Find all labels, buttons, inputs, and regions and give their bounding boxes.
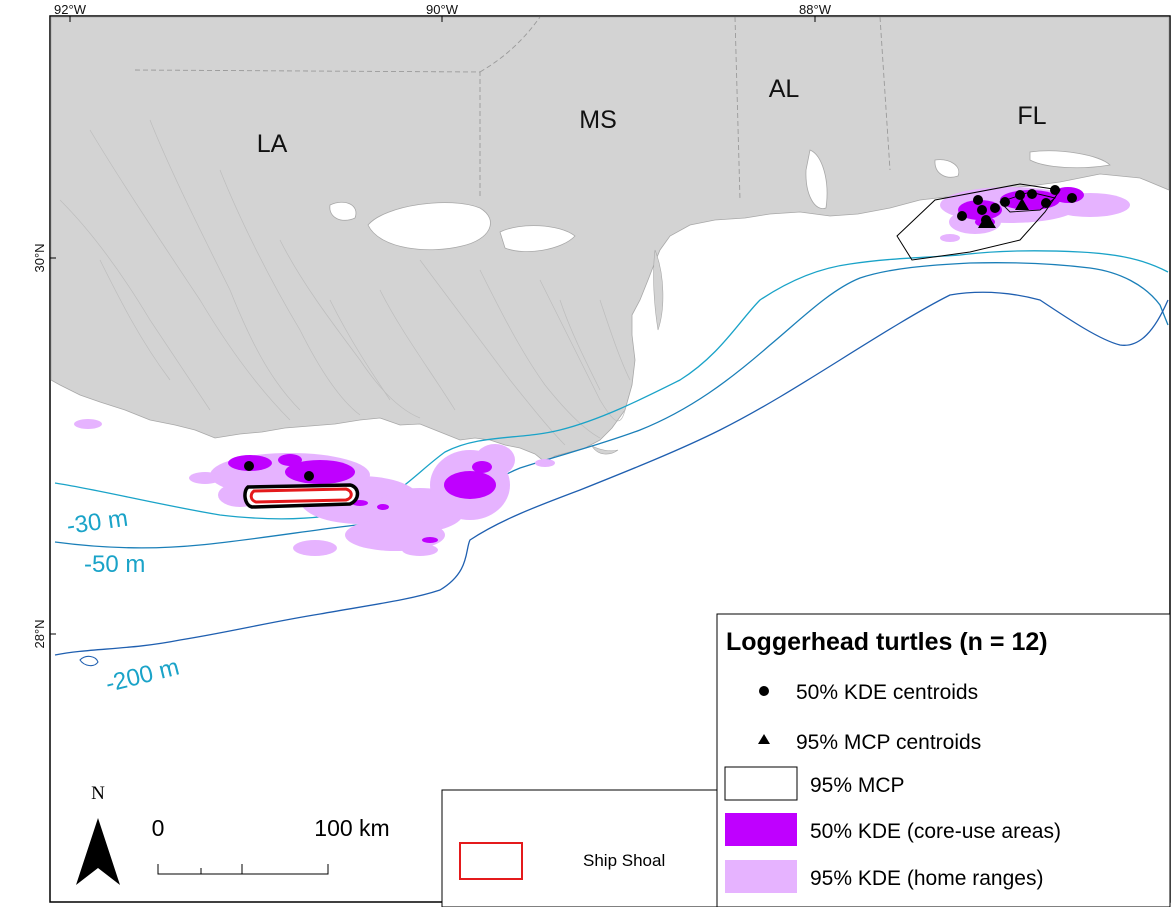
- kde-east-cluster: [896, 183, 1130, 261]
- legend-mcp-swatch: [724, 766, 798, 801]
- ship-shoal-legend-label: Ship Shoal: [583, 851, 665, 870]
- barrier-islands: [591, 249, 664, 455]
- scale-end-label: 100 km: [314, 815, 389, 841]
- graticule-ticks: [50, 16, 816, 635]
- lake-pontchartrain: [367, 202, 491, 251]
- north-arrow-icon: [76, 818, 120, 885]
- lake-borgne: [499, 225, 576, 252]
- contour-30m: [54, 250, 1169, 520]
- legend-item-kde-centroids: 50% KDE centroids: [796, 681, 978, 704]
- contour-50m: [54, 262, 1169, 549]
- lon-label-88w: 88°W: [799, 2, 832, 17]
- lon-label-92w: 92°W: [54, 2, 87, 17]
- kde-west-cluster: [74, 419, 555, 556]
- legend-home-swatch: [725, 860, 797, 893]
- north-arrow-label: N: [91, 783, 105, 804]
- contour-200m-island: [79, 655, 99, 667]
- depth-label-50m: -50 m: [84, 551, 145, 578]
- legend-circle-icon: [759, 686, 769, 696]
- lat-label-28n: 28°N: [32, 619, 47, 648]
- ship-shoal-legend-box: [441, 789, 718, 907]
- ship-shoal-legend: Ship Shoal: [441, 789, 718, 907]
- legend-box: [716, 613, 1171, 907]
- legend-item-home-kde: 95% KDE (home ranges): [810, 867, 1043, 890]
- north-arrow: N: [76, 783, 120, 885]
- legend: Loggerhead turtles (n = 12) 50% KDE cent…: [716, 613, 1171, 907]
- state-label-ms: MS: [579, 106, 617, 134]
- depth-contours: [54, 250, 1169, 667]
- kde-centroid-west-1: [244, 461, 254, 471]
- state-boundaries: [134, 16, 891, 201]
- delta-channels: [59, 119, 631, 446]
- mcp-polygon-east: [896, 183, 1061, 261]
- scale-bar-line: [157, 864, 329, 875]
- lat-label-30n: 30°N: [32, 243, 47, 272]
- choctawhatchee-bay: [1029, 150, 1111, 169]
- legend-triangle-icon: [758, 734, 770, 744]
- legend-core-swatch: [725, 813, 797, 846]
- land-coast-polygon: [50, 16, 1170, 463]
- ship-shoal-swatch: [459, 842, 523, 880]
- mobile-bay: [805, 149, 828, 209]
- legend-title: Loggerhead turtles (n = 12): [726, 628, 1048, 656]
- land-mass: [50, 16, 1170, 463]
- ship-shoal-outline: [249, 487, 353, 504]
- pensacola-bay: [934, 159, 960, 178]
- mcp-centroids-east: [978, 198, 1029, 228]
- legend-item-mcp: 95% MCP: [810, 774, 905, 797]
- state-label-al: AL: [769, 75, 800, 103]
- contour-200m: [54, 291, 1169, 656]
- core-use-kde-west: [228, 454, 496, 543]
- kde-centroid-west-2: [304, 471, 314, 481]
- legend-item-mcp-centroids: 95% MCP centroids: [796, 731, 981, 754]
- scale-bar: 0 100 km: [152, 815, 390, 875]
- state-label-fl: FL: [1017, 102, 1046, 130]
- scale-start-label: 0: [152, 815, 165, 841]
- lake-salvador: [329, 201, 357, 221]
- legend-item-core-kde: 50% KDE (core-use areas): [810, 820, 1061, 843]
- state-label-la: LA: [257, 130, 288, 158]
- lon-label-90w: 90°W: [426, 2, 459, 17]
